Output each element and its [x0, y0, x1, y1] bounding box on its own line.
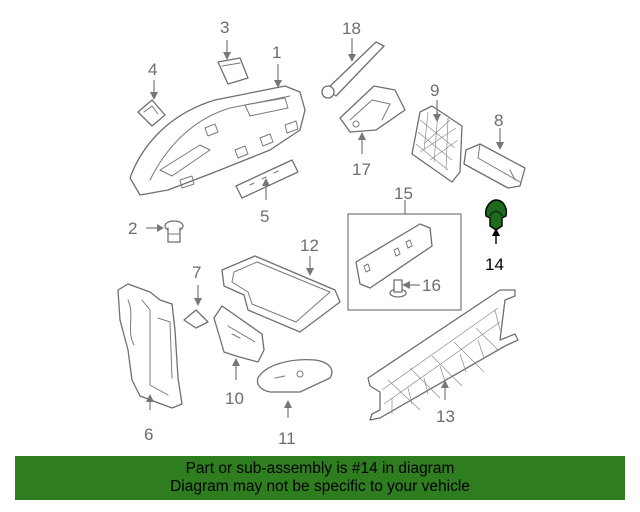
arrow-2 — [157, 224, 164, 232]
callout-17: 17 — [352, 160, 371, 179]
part-11-floor-cover[interactable] — [256, 359, 333, 393]
part-4-bracket[interactable] — [137, 99, 166, 127]
arrow-9 — [433, 114, 441, 122]
info-banner: Part or sub-assembly is #14 in diagram D… — [15, 456, 625, 500]
part-8-box[interactable] — [463, 143, 526, 189]
arrow-14 — [492, 228, 500, 236]
callout-10: 10 — [225, 389, 244, 408]
arrow-7 — [194, 298, 202, 306]
banner-line-1: Part or sub-assembly is #14 in diagram — [185, 460, 455, 477]
callout-3: 3 — [220, 18, 229, 37]
callout-11: 11 — [278, 429, 296, 448]
part-5-trim-strip[interactable] — [235, 159, 299, 199]
callout-16: 16 — [422, 276, 441, 295]
part-18-lug-wrench[interactable] — [321, 41, 385, 99]
callout-4: 4 — [148, 60, 157, 79]
part-16-pin[interactable] — [389, 279, 407, 298]
arrow-1 — [274, 80, 282, 88]
callout-7: 7 — [192, 263, 201, 282]
part-3-pad[interactable] — [217, 57, 249, 85]
arrow-5 — [262, 178, 270, 186]
part-1-package-tray[interactable] — [129, 85, 306, 196]
part-13-cargo-net[interactable] — [367, 289, 519, 421]
callout-1: 1 — [272, 43, 281, 62]
parts-diagram: 1 2 3 4 5 6 7 — [117, 18, 526, 448]
part-12-trunk-mat[interactable] — [221, 255, 341, 333]
arrow-13 — [441, 380, 449, 388]
arrow-4 — [150, 92, 158, 100]
arrow-18 — [348, 54, 356, 62]
callout-14: 14 — [485, 255, 504, 274]
callout-8: 8 — [494, 111, 503, 130]
callout-13: 13 — [436, 407, 455, 426]
part-2-clip[interactable] — [164, 220, 184, 243]
part-14-clip-highlighted[interactable] — [484, 199, 508, 231]
banner-line-2: Diagram may not be specific to your vehi… — [170, 478, 470, 495]
arrow-12 — [306, 268, 314, 276]
callout-5: 5 — [260, 207, 269, 226]
part-10-panel[interactable] — [213, 305, 265, 363]
arrow-11 — [284, 400, 292, 408]
arrow-6 — [146, 394, 154, 402]
arrow-10 — [232, 358, 240, 366]
callout-9: 9 — [430, 81, 439, 100]
callout-12: 12 — [300, 236, 319, 255]
part-9-cargo-net[interactable] — [411, 105, 463, 183]
part-7-clip[interactable] — [183, 309, 209, 329]
arrow-17 — [358, 132, 366, 140]
callout-18: 18 — [342, 19, 361, 38]
part-17-jack[interactable] — [339, 85, 406, 133]
part-6-side-trim[interactable] — [117, 283, 183, 409]
arrow-3 — [223, 52, 231, 60]
callout-6: 6 — [144, 425, 153, 444]
arrow-16 — [402, 281, 410, 289]
callout-15: 15 — [394, 184, 413, 203]
arrow-8 — [496, 142, 504, 150]
callout-2: 2 — [128, 219, 137, 238]
